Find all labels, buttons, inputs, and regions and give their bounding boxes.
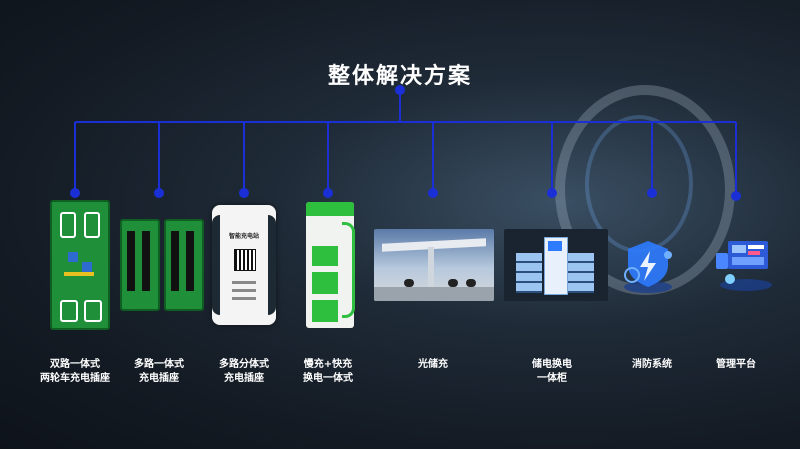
qr-code-icon [234, 249, 256, 271]
item-label-dual-socket: 双路一体式两轮车充电插座 [40, 359, 110, 384]
item-label-charge-swap: 慢充+快充换电一体式 [303, 359, 353, 384]
charging-box-icon: 智能充电站 [210, 200, 278, 330]
solar-carport-icon [374, 200, 494, 330]
branch-node-dot [428, 188, 438, 198]
item-label-split-socket: 多路分体式充电插座 [219, 359, 269, 384]
page-title: 整体解决方案 [327, 64, 472, 89]
battery-cabinet-icon [504, 200, 608, 330]
item-label-management: 管理平台 [716, 359, 756, 370]
charging-cabinet-icon [298, 200, 362, 330]
item-label-solar-storage: 光储充 [418, 359, 448, 370]
branch-node-dot [239, 188, 249, 198]
branch-node-dot [323, 188, 333, 198]
branch-node-dot [731, 191, 741, 201]
branch-node-dot [154, 188, 164, 198]
item-label-multi-socket: 多路一体式充电插座 [134, 359, 184, 384]
multi-pcb-board-icon [120, 200, 204, 330]
pcb-board-icon [48, 200, 112, 330]
charging-box-label: 智能充电站 [228, 233, 259, 240]
branch-node-dot [70, 188, 80, 198]
dashboard-platform-icon [710, 200, 780, 330]
fire-shield-icon [618, 200, 678, 330]
branch-node-dot [647, 188, 657, 198]
item-label-battery-cabinet: 储电换电一体柜 [532, 359, 572, 384]
item-label-fire-system: 消防系统 [632, 359, 672, 370]
branch-node-dot [547, 188, 557, 198]
